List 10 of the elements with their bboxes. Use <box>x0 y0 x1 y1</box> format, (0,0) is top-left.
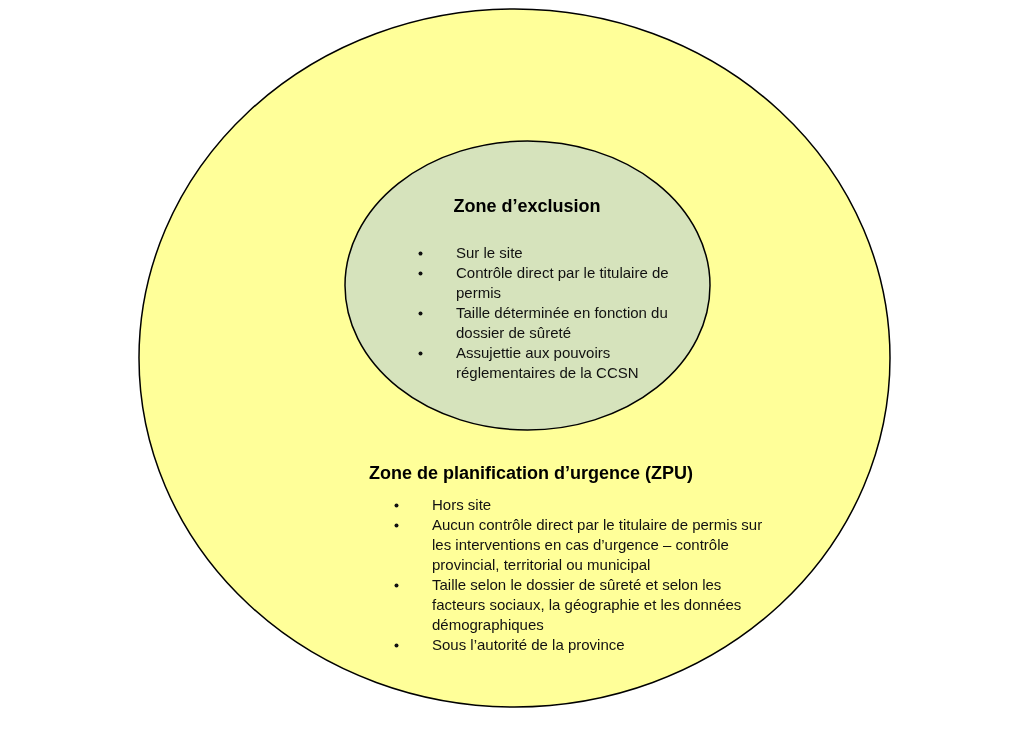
bullet-item: Hors site <box>432 495 493 515</box>
bullet-item: Aucun contrôle direct par le titulaire de permis sur les interventions en cas d’urgence – contrôle provincial, territorial ou municipal <box>432 515 764 575</box>
bullet-item: Sur le site <box>456 243 524 263</box>
bullet-item: Sous l’autorité de la province <box>432 635 626 655</box>
bullet-item: Assujettie aux pouvoirs réglementaires de la CCSN <box>456 343 640 383</box>
bullet-item: Contrôle direct par le titulaire de permis <box>456 263 670 303</box>
zone-heading: Zone d’exclusion <box>452 196 602 217</box>
bullet-item: Taille déterminée en fonction du dossier de sûreté <box>456 303 669 343</box>
bullet-item: Taille selon le dossier de sûreté et selon les facteurs sociaux, la géographie et les données démographiques <box>432 575 743 635</box>
zone-heading: Zone de planification d’urgence (ZPU) <box>368 463 694 484</box>
